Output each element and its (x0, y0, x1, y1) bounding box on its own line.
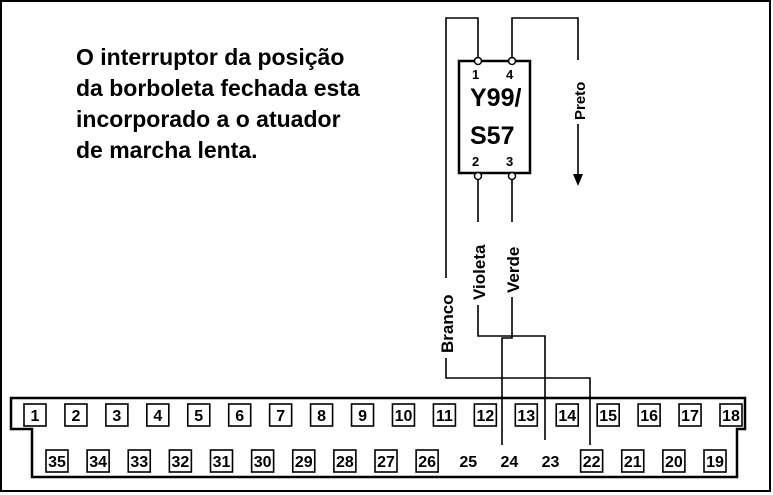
connector-pin-box-5 (186, 403, 211, 427)
connector-pin-25: 25 (459, 454, 477, 471)
connector-pin-box-20 (662, 449, 686, 473)
connector-pin-box-18 (719, 403, 743, 427)
pin-2-terminal (473, 171, 483, 181)
connector-pin-box-29 (291, 449, 316, 473)
connector-pin-4: 4 (153, 408, 162, 425)
connector-pin-box-35 (45, 449, 69, 473)
pin-4-terminal (507, 56, 517, 66)
connector-pin-18: 18 (722, 408, 740, 425)
wire-label-branco: Branco (438, 294, 457, 353)
connector-pin-5: 5 (194, 408, 203, 425)
wire-label-verde: Verde (504, 247, 523, 293)
description-text: O interruptor da posição da borboleta fe… (76, 42, 436, 166)
connector-pin-box-22 (579, 449, 604, 473)
connector-pin-box-4 (146, 403, 170, 427)
connector-pin-35: 35 (48, 454, 66, 471)
connector-pin-23: 23 (542, 454, 560, 471)
connector-pin-20: 20 (665, 454, 683, 471)
connector-pin-6: 6 (235, 408, 244, 425)
connector-pin-box-17 (678, 403, 702, 427)
connector-pin-26: 26 (418, 454, 436, 471)
connector-pin-29: 29 (295, 454, 313, 471)
connector-pin-box-28 (333, 449, 357, 473)
connector-pin-box-33 (127, 449, 152, 473)
connector-pin-7: 7 (276, 408, 285, 425)
connector-pin-box-6 (227, 403, 252, 427)
connector-pin-box-21 (620, 449, 645, 473)
connector-pin-box-31 (209, 449, 234, 473)
connector-pin-box-34 (86, 449, 110, 473)
connector-pin-24: 24 (500, 454, 518, 471)
pin-1-label: 1 (472, 67, 479, 82)
connector-pin-box-3 (105, 403, 129, 427)
description-line-3: incorporado a o atuador (76, 106, 341, 132)
connector-pin-3: 3 (112, 408, 121, 425)
connector-pin-box-19 (703, 449, 727, 473)
connector-pin-14: 14 (558, 408, 576, 425)
connector-pin-21: 21 (624, 454, 642, 471)
pin-4-label: 4 (506, 67, 514, 82)
connector-pin-8: 8 (317, 408, 326, 425)
connector-pin-box-12 (473, 403, 498, 427)
connector-pin-28: 28 (336, 454, 354, 471)
description-line-4: de marcha lenta. (76, 137, 258, 163)
pin-3-terminal (507, 171, 517, 181)
wire-verde (501, 180, 513, 445)
connector-pin-box-7 (268, 403, 293, 427)
connector-pin-2: 2 (71, 408, 80, 425)
pin-3-label: 3 (506, 154, 513, 169)
connector-pin-1: 1 (31, 408, 40, 425)
connector-pin-box-26 (415, 449, 439, 473)
wire-label-preto: Preto (572, 82, 589, 120)
connector-pin-33: 33 (130, 454, 148, 471)
connector-pin-13: 13 (517, 408, 535, 425)
component-code-line1: Y99/ (470, 84, 521, 112)
connector-pin-12: 12 (476, 408, 494, 425)
connector-pin-box-9 (350, 403, 375, 427)
connector-pin-box-1 (23, 403, 47, 427)
connector-pin-box-16 (637, 403, 661, 427)
connector-pin-box-13 (514, 403, 539, 427)
connector-pin-32: 32 (171, 454, 189, 471)
connector-pin-box-11 (432, 403, 457, 427)
connector-pin-box-8 (309, 403, 334, 427)
connector-body (9, 396, 747, 479)
wire-branco (445, 17, 591, 445)
connector-pin-15: 15 (599, 408, 617, 425)
connector-pin-22: 22 (583, 454, 601, 471)
connector-pin-27: 27 (377, 454, 395, 471)
connector-pin-box-30 (250, 449, 275, 473)
pin-2-label: 2 (472, 154, 479, 169)
connector-pin-31: 31 (213, 454, 231, 471)
preto-arrow-icon (573, 174, 583, 186)
pin-1-terminal (473, 56, 483, 66)
connector-pin-box-10 (391, 403, 416, 427)
connector-pin-10: 10 (395, 408, 413, 425)
component-code-line2: S57 (470, 122, 514, 150)
wire-label-violeta: Violeta (470, 244, 489, 300)
connector-pin-11: 11 (436, 408, 453, 425)
description-line-2: da borboleta fechada esta (76, 75, 360, 101)
connector-pin-box-15 (596, 403, 620, 427)
wire-preto (511, 17, 579, 175)
connector-pin-9: 9 (358, 408, 367, 425)
connector-pin-30: 30 (254, 454, 272, 471)
connector-pin-16: 16 (640, 408, 658, 425)
connector-pin-17: 17 (681, 408, 699, 425)
connector-pin-box-27 (374, 449, 398, 473)
description-line-1: O interruptor da posição (76, 44, 345, 70)
connector-pin-34: 34 (89, 454, 107, 471)
connector-pin-box-2 (64, 403, 88, 427)
wires (445, 17, 591, 445)
connector-pin-19: 19 (706, 454, 724, 471)
component-box (457, 59, 532, 175)
connector-pin-box-14 (555, 403, 580, 427)
connector-pin-box-32 (168, 449, 193, 473)
